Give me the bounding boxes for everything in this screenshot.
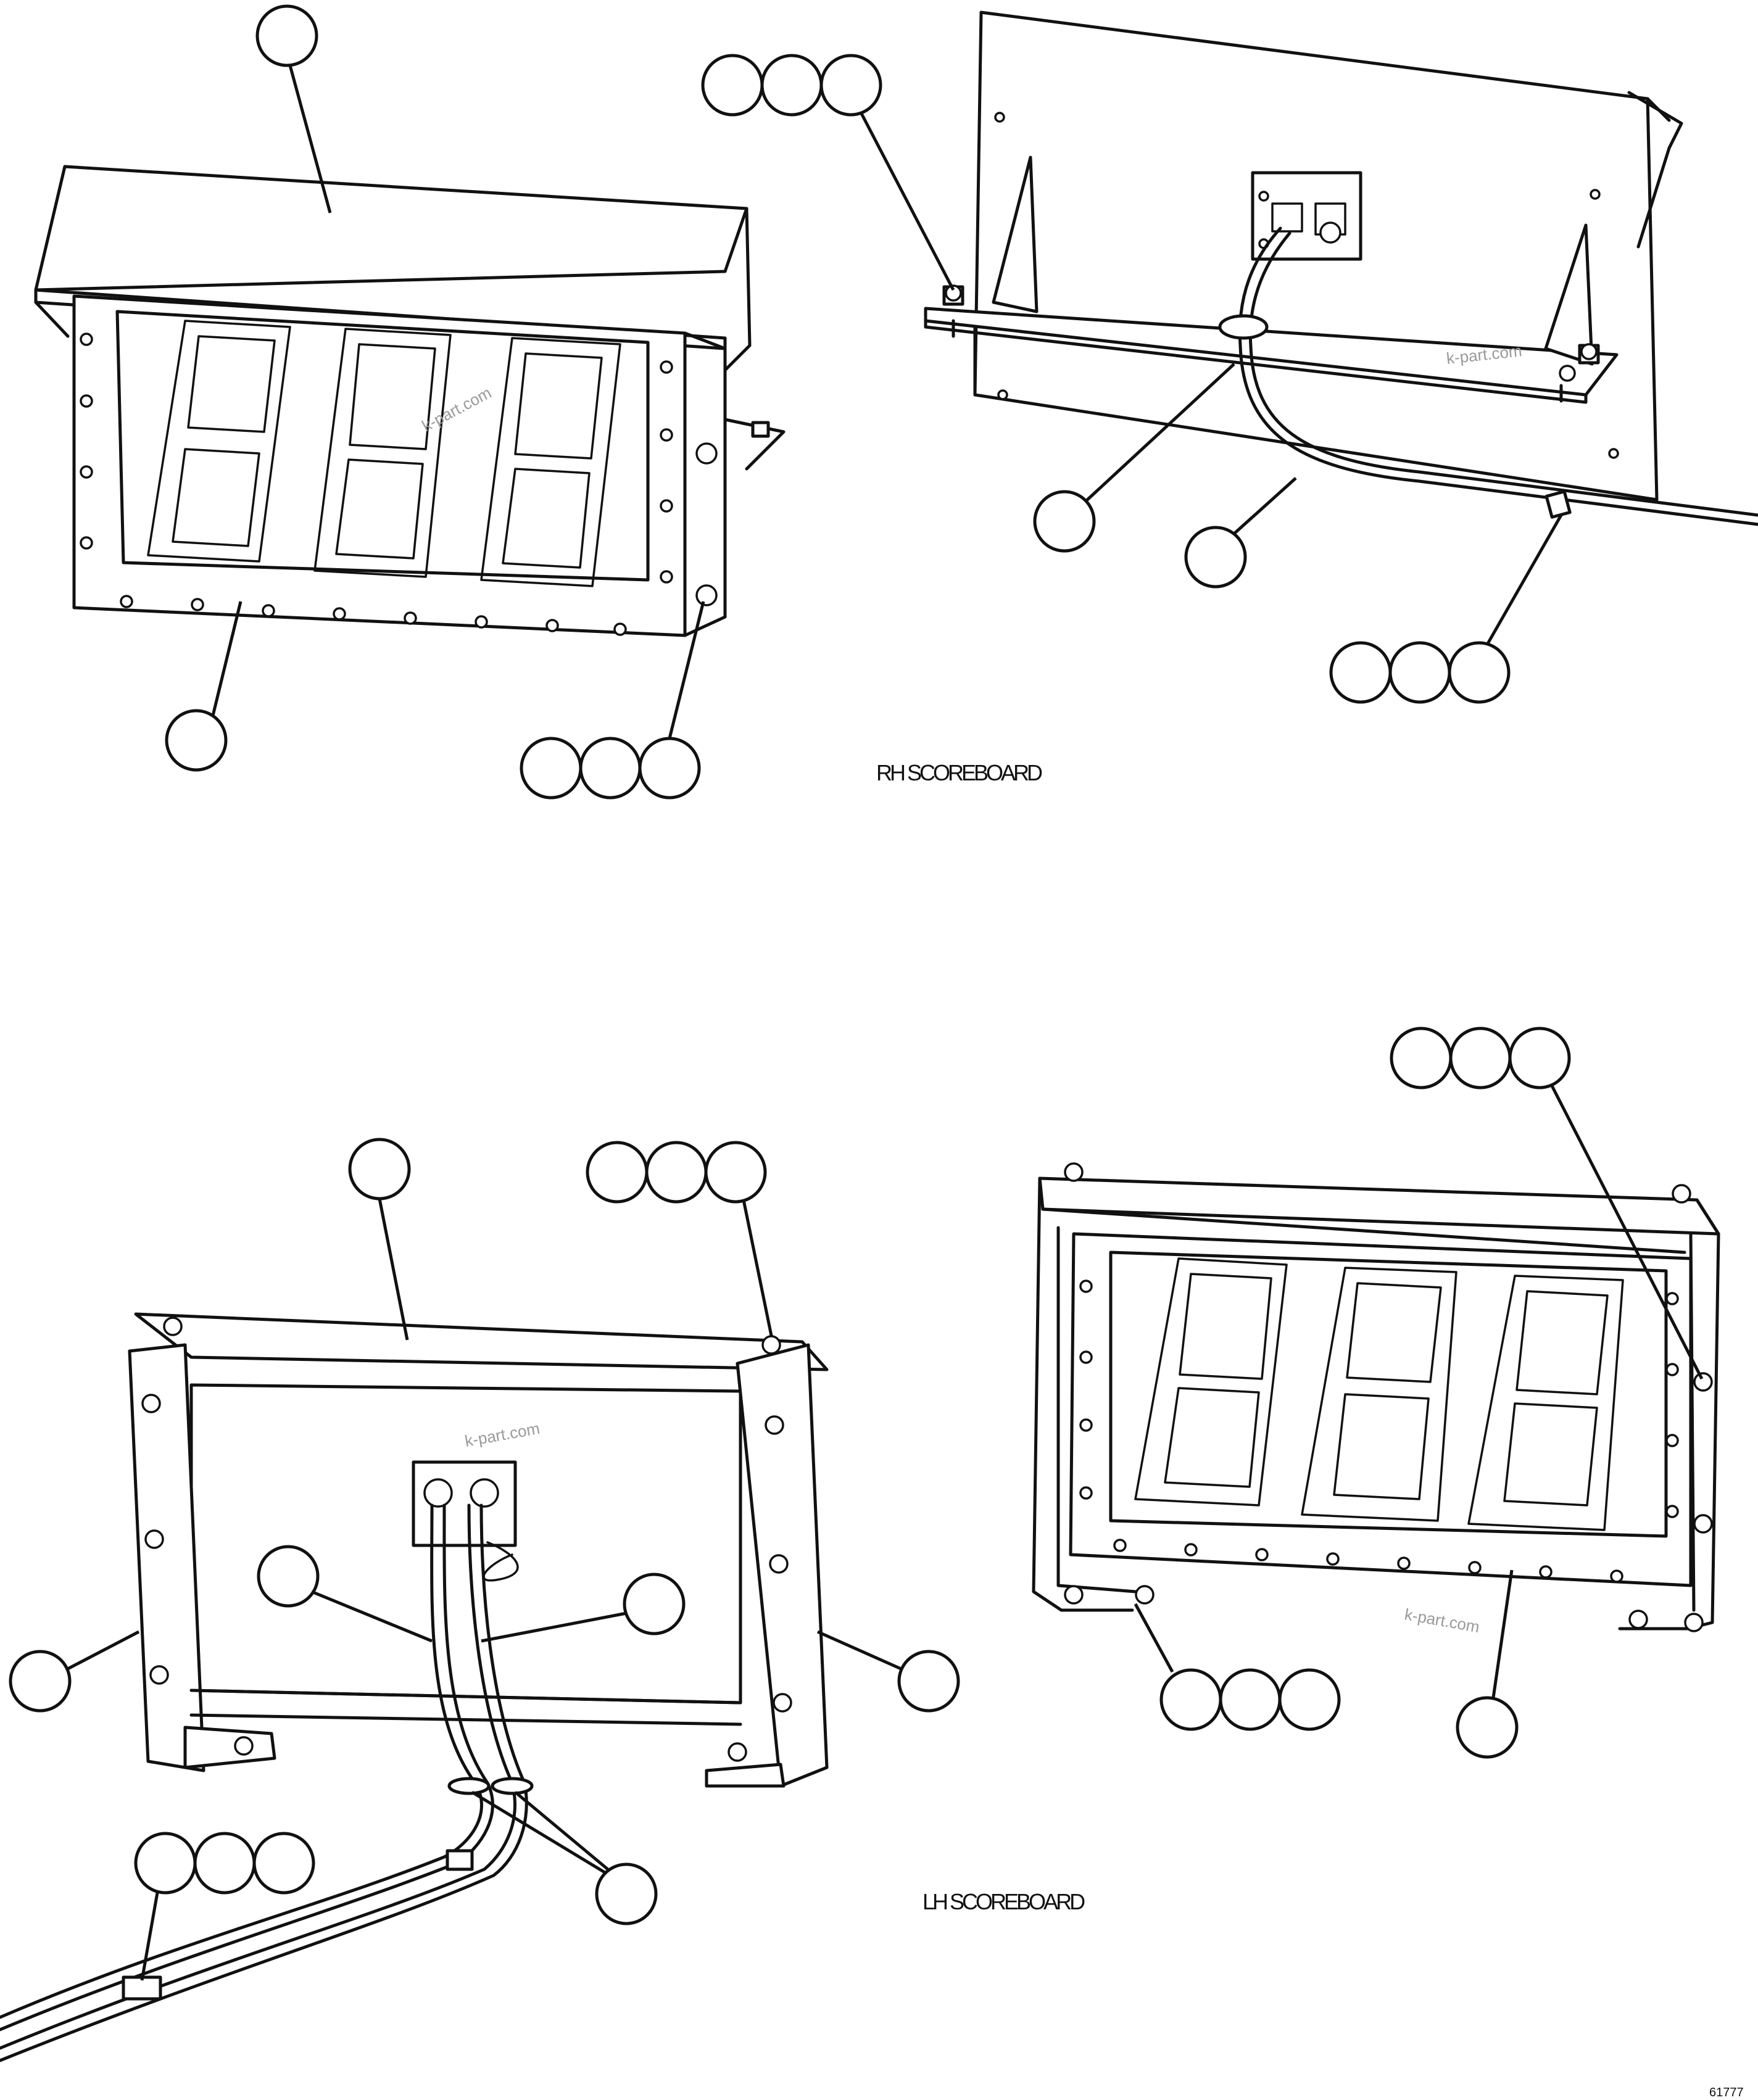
lh-left-leg: [128, 1343, 205, 1772]
rh-front-callouts: [165, 4, 705, 800]
lh-harness-tie-2: [122, 1975, 162, 2001]
lh-scoreboard-rear-view: k-part.com: [0, 1312, 829, 2062]
callout-left-leg: [9, 1650, 72, 1713]
rh-hood-left-bracket: [34, 300, 70, 338]
lh-grommet-2: [491, 1777, 534, 1795]
callout-harness-b: [623, 1573, 686, 1635]
rh-scoreboard-rear-view: k-part.com: [924, 10, 1758, 526]
lh-harness-b: [0, 1503, 516, 2050]
rh-hood-side: [723, 207, 752, 372]
lh-harness-a: [0, 1503, 483, 2019]
rh-cable-grommet: [1218, 314, 1269, 340]
rh-rear-gusset-right: [1544, 223, 1594, 366]
lh-digit-3: [1467, 1275, 1624, 1531]
lh-left-foot: [183, 1726, 276, 1769]
lh-front-left-frame: [1032, 1176, 1134, 1612]
callout-grommets: [595, 1862, 658, 1925]
lh-rear-callouts: [9, 1138, 960, 1981]
callout-cable: [1184, 526, 1247, 589]
lh-front-bolts: [1064, 1162, 1713, 1632]
caption-lh-scoreboard: LH SCOREBOARD: [923, 1889, 1085, 1914]
lh-scoreboard-front-view: k-part.com: [1032, 1162, 1720, 1636]
rh-digit-1: [147, 320, 291, 563]
lh-front-hood: [1038, 1176, 1720, 1236]
rh-box-side: [683, 331, 727, 637]
rh-panel-holes: [80, 333, 673, 636]
callout-front-panel: [165, 709, 228, 772]
rh-hood-top: [34, 165, 748, 292]
callout-group-knob: [520, 737, 701, 800]
rh-side-bracket: [723, 418, 786, 471]
lh-digit-1: [1134, 1257, 1288, 1507]
lh-bolts: [141, 1317, 792, 1762]
rh-cable-clamp: [1544, 490, 1572, 519]
callout-harness-a: [257, 1545, 320, 1608]
rh-scoreboard-front-view: k-part.com: [34, 165, 786, 637]
callout-top-bar: [348, 1138, 411, 1201]
rh-connector-plate: [1251, 171, 1362, 261]
callout-group-side-bolt: [1390, 1027, 1571, 1089]
lh-harness-tie-1: [446, 1849, 474, 1871]
lh-display-window: [1109, 1250, 1668, 1538]
rh-rear-shelf-front: [924, 319, 1588, 404]
callout-group-clamp: [1329, 641, 1511, 704]
lh-connector-plate: [412, 1460, 517, 1547]
lh-grommet-1: [447, 1777, 491, 1795]
rh-connector-socket-1: [1271, 202, 1303, 233]
callout-group-foot-bolt: [1159, 1668, 1341, 1731]
rh-rear-gusset-left: [992, 155, 1039, 313]
figure-number: 61777: [1709, 2086, 1744, 2099]
lh-front-callouts: [1134, 1027, 1704, 1759]
rh-bracket-bolt: [751, 421, 770, 438]
rh-digit-2: [313, 328, 452, 578]
lh-front-holes: [1079, 1279, 1679, 1583]
lh-digit-2: [1301, 1267, 1457, 1522]
watermark-lh-front: k-part.com: [1403, 1605, 1481, 1636]
lh-front-right-frame: [1618, 1198, 1720, 1631]
callout-group-harness-tie: [134, 1832, 315, 1895]
rh-rear-callouts: [701, 54, 1563, 704]
rh-side-knob-lower: [695, 584, 718, 606]
callout-group-top-bolt: [586, 1141, 767, 1204]
rh-side-knob-upper: [695, 442, 718, 465]
lh-right-foot: [705, 1763, 786, 1788]
callout-right-leg: [897, 1650, 960, 1713]
rh-cable: [1238, 226, 1758, 526]
lh-top-bar: [134, 1312, 829, 1371]
rh-digit-3: [480, 337, 621, 587]
callout-hood: [255, 4, 318, 67]
callout-group-shelf-bolt: [701, 54, 882, 117]
caption-rh-scoreboard: RH SCOREBOARD: [876, 760, 1042, 785]
callout-grommet: [1033, 490, 1096, 553]
callout-lh-front-panel: [1456, 1696, 1519, 1759]
rh-rear-holes: [994, 112, 1619, 459]
